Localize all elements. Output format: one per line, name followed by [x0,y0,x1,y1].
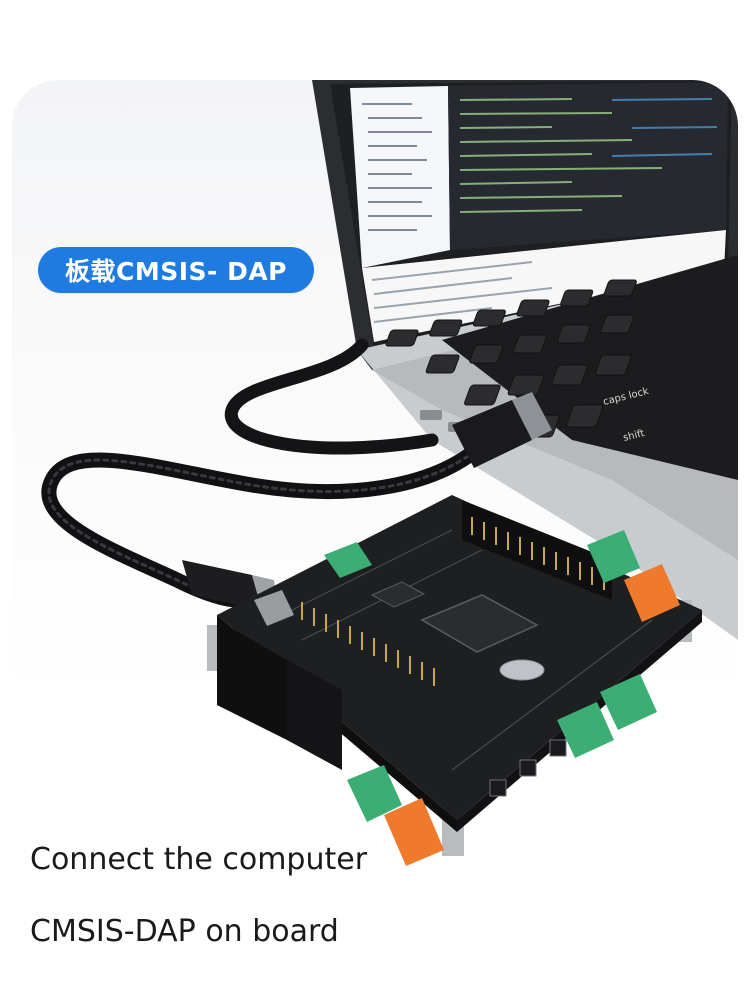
development-board [207,495,702,866]
photo-illustration: caps lock shift [41,80,738,866]
product-photo: caps lock shift [12,80,738,960]
cmsis-dap-badge: 板载CMSIS- DAP [38,247,314,293]
usb-connectors [182,392,552,612]
badge-label: 板载CMSIS- DAP [64,257,288,286]
caption-cmsis-dap-on-board: CMSIS-DAP on board [30,914,339,949]
caption-connect-computer: Connect the computer [30,842,368,877]
laptop-keyboard: caps lock shift [357,255,738,640]
shift-key-label: shift [622,428,646,444]
usb-cable [41,338,490,608]
